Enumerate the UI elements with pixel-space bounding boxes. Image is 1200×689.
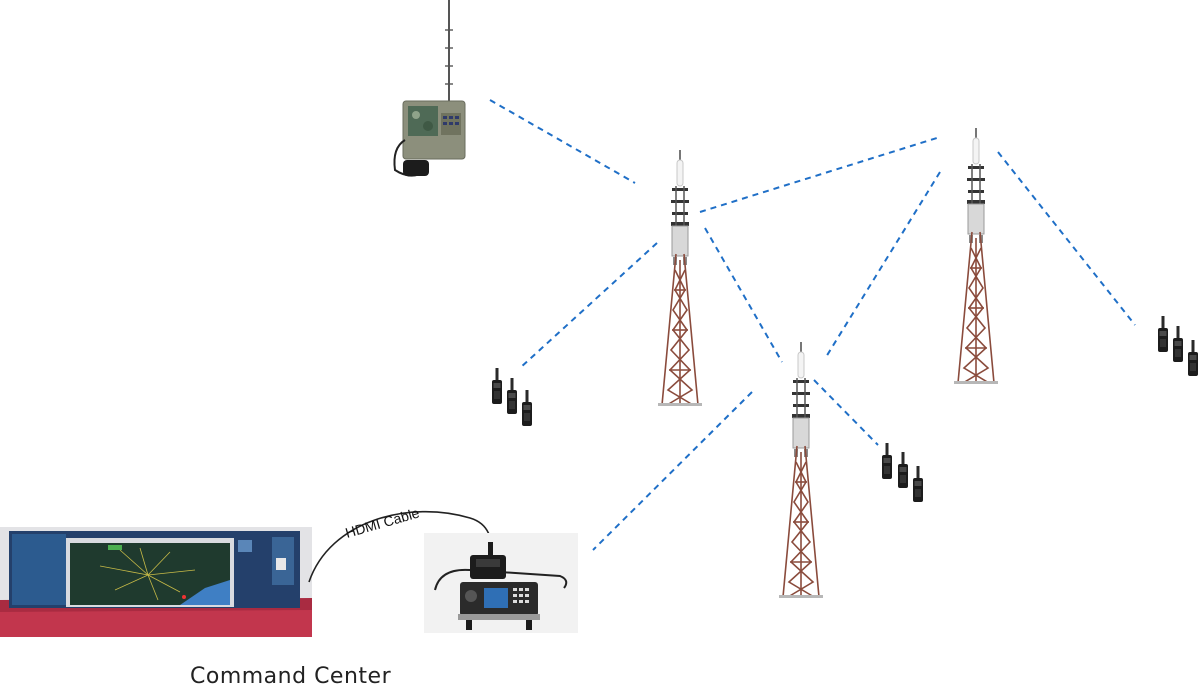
handheld-radio-group-right — [1158, 316, 1198, 376]
handheld-radio-group-left — [492, 368, 532, 426]
handheld-radio-icon — [507, 378, 517, 414]
tower-icon — [657, 149, 703, 407]
link-tower-c-to-radios-middle — [813, 379, 879, 446]
video-wall-icon — [0, 527, 312, 637]
handheld-radio-icon — [898, 452, 908, 488]
vehicle-radio-icon — [393, 0, 466, 177]
handheld-radio-icon — [1173, 326, 1183, 362]
link-tower-b-to-tower-c — [825, 171, 941, 358]
tower-icon — [778, 341, 824, 599]
handheld-radio-icon — [1188, 340, 1198, 376]
link-vehicle-to-tower-a — [489, 99, 636, 184]
handheld-radio-icon — [1158, 316, 1168, 352]
handheld-radio-group-middle — [882, 443, 923, 502]
link-tower-a-to-radios-left — [519, 242, 658, 369]
hdmi-cable-label: HDMI Cable — [343, 504, 421, 540]
link-tower-b-to-radios-right — [997, 151, 1136, 326]
tower-icon — [953, 127, 999, 385]
base-station-icon — [424, 533, 578, 633]
radio-links — [489, 99, 1136, 551]
handheld-radio-icon — [522, 390, 532, 426]
handheld-radio-icon — [492, 368, 502, 404]
command-center-label: Command Center — [190, 664, 392, 689]
link-tower-a-to-tower-c — [704, 227, 783, 363]
link-tower-c-to-base-station — [592, 391, 753, 551]
link-tower-a-to-tower-b — [699, 136, 941, 213]
handheld-radio-icon — [882, 443, 892, 479]
handheld-radio-icon — [913, 466, 923, 502]
